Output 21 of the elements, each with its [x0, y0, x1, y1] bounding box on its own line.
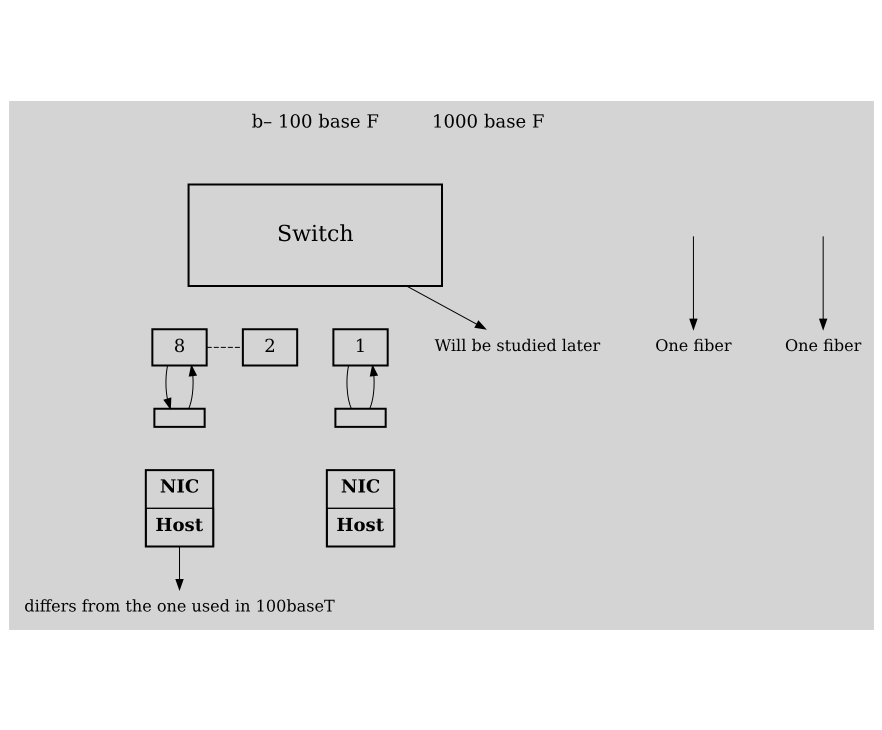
arrow [188, 364, 197, 408]
label: b– 100 base F [251, 111, 378, 132]
arrow [368, 364, 378, 408]
arrow [688, 236, 698, 330]
node-text: differs from the one used in 100baseT [24, 596, 334, 616]
node-text: Will be studied later [434, 336, 600, 355]
arrow [174, 546, 184, 591]
node-text: One fiber [654, 336, 732, 355]
node-box: 1 [332, 328, 388, 366]
connector [346, 365, 352, 408]
label: 1000 base F [432, 111, 544, 132]
connector [206, 346, 242, 348]
node-box: 8 [150, 328, 208, 366]
node-box [334, 407, 386, 428]
arrow [406, 285, 486, 330]
node-text: One fiber [784, 336, 861, 355]
arrow [162, 365, 171, 410]
node-box: Switch [187, 182, 442, 287]
node-box: 2 [241, 328, 298, 366]
arrow [818, 236, 827, 330]
node-box [152, 407, 206, 428]
